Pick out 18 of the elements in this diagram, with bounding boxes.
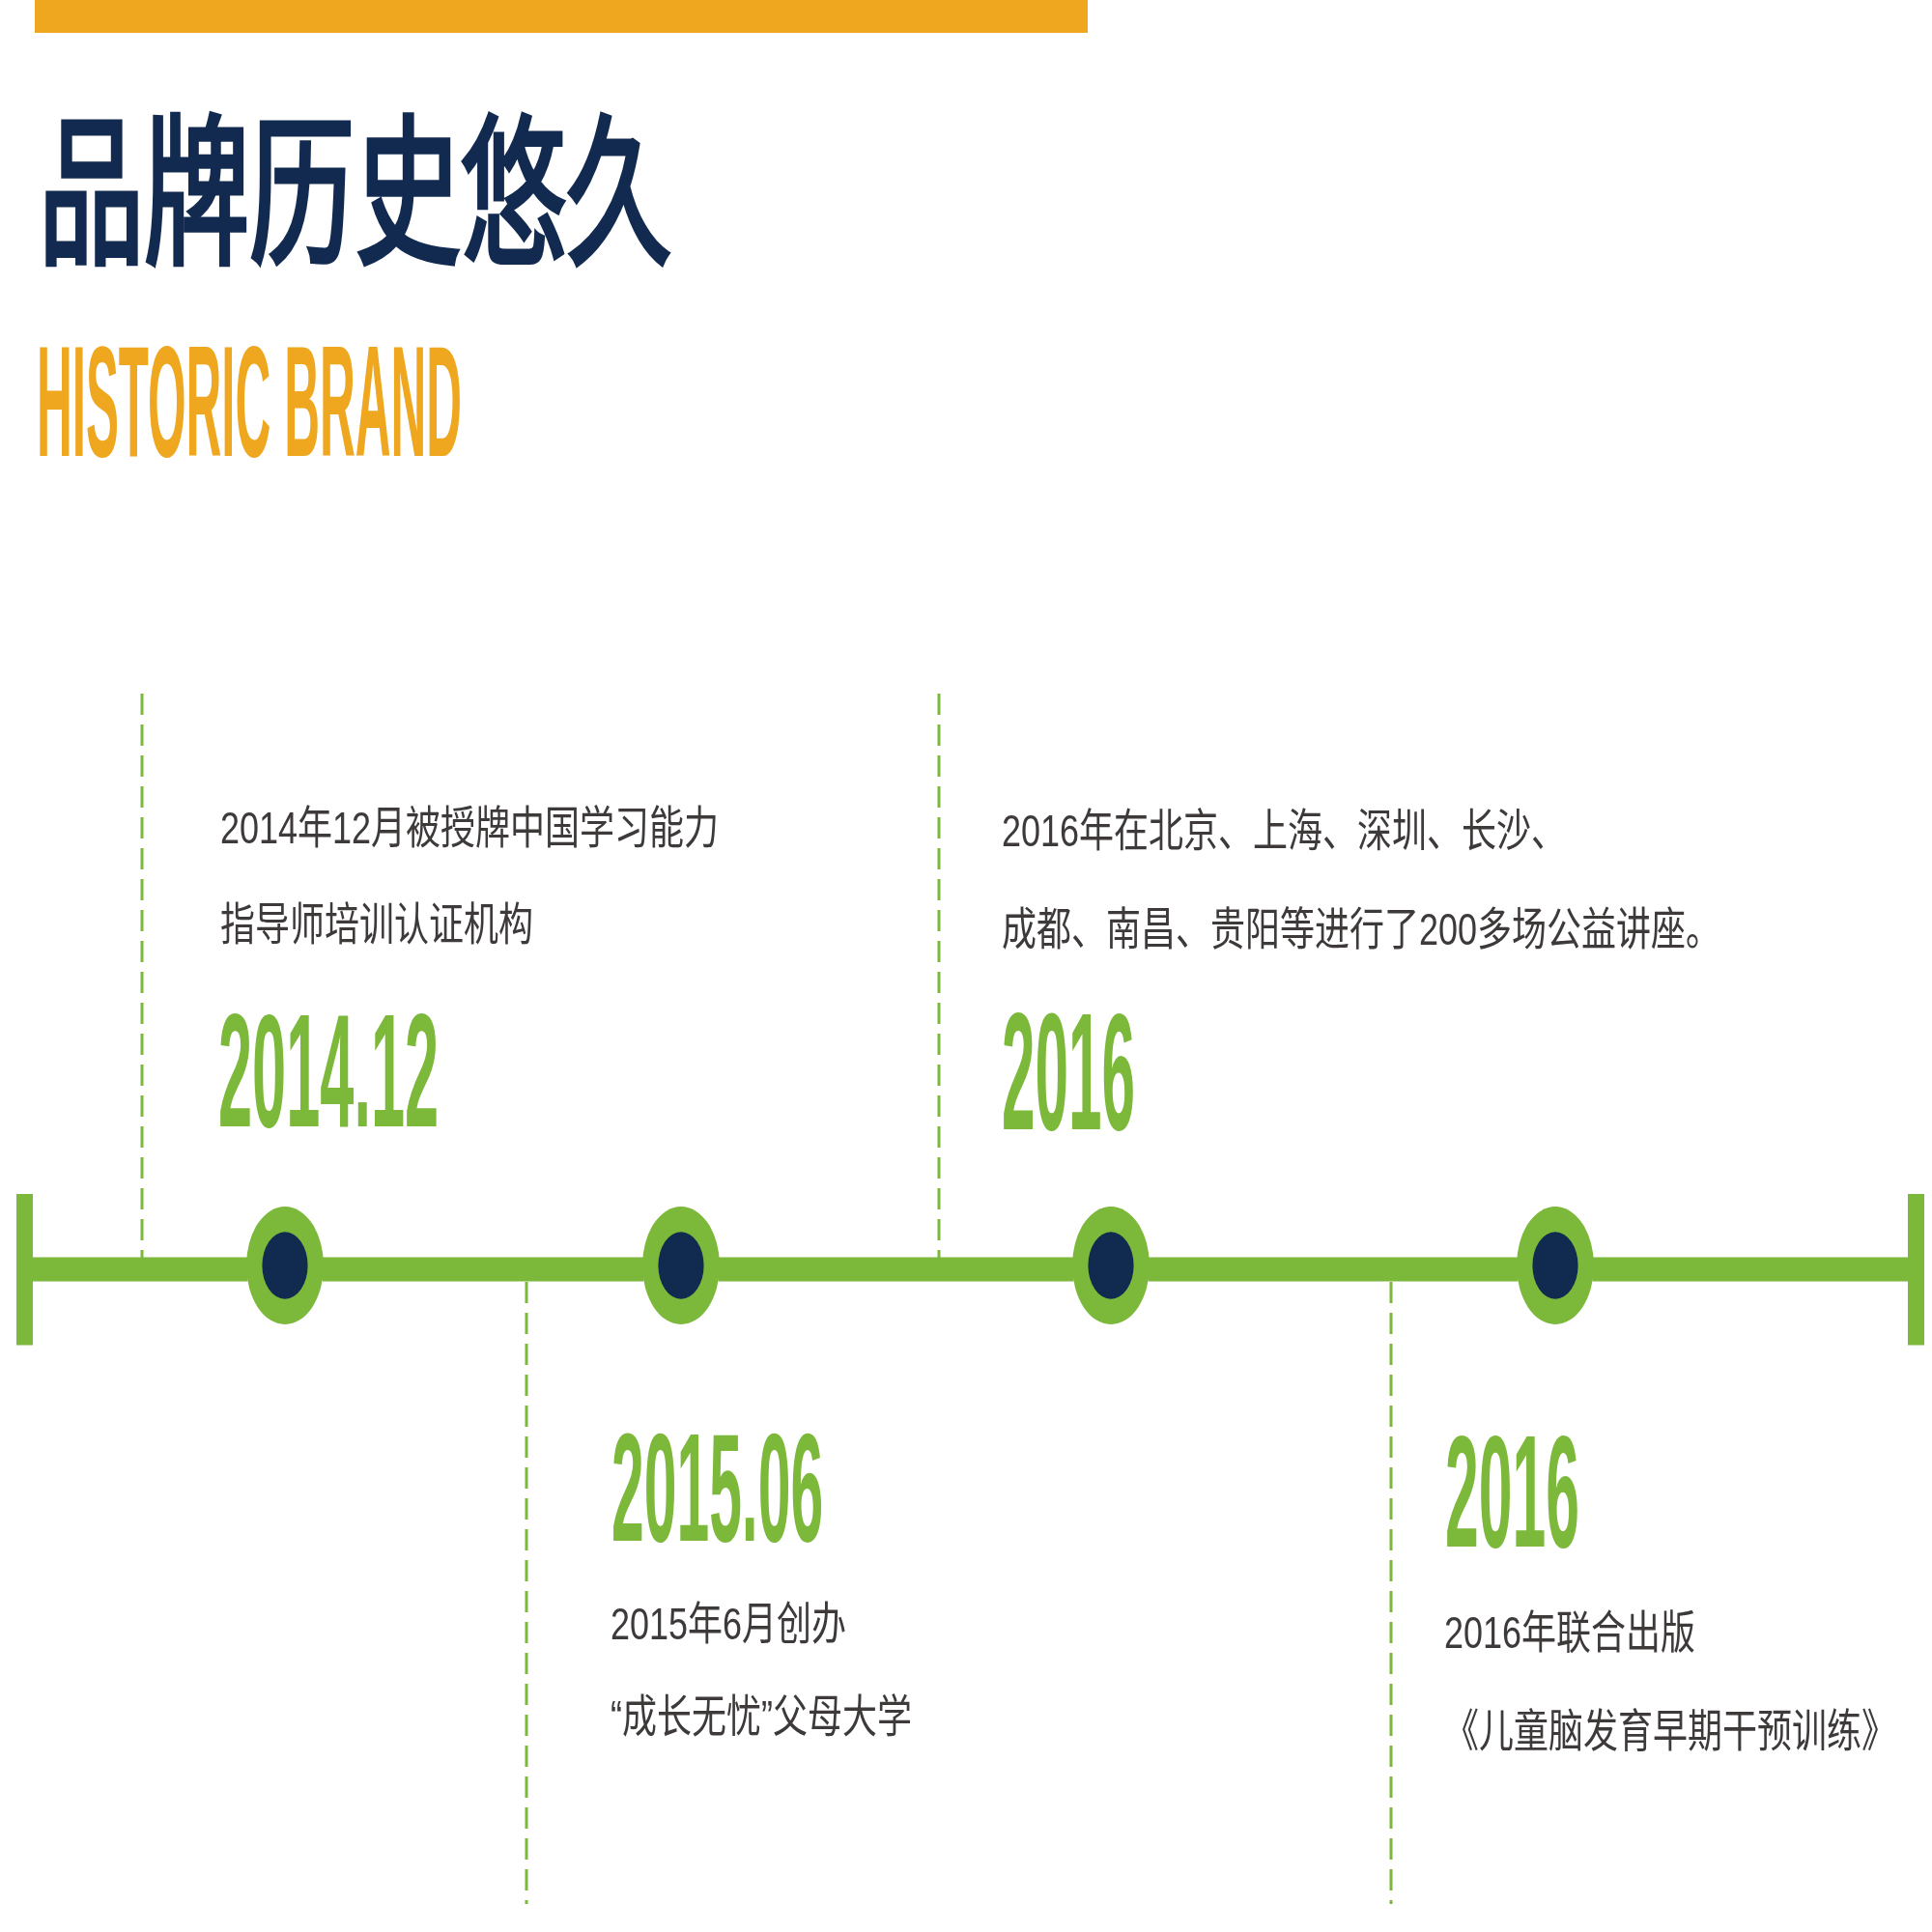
timeline-dot	[1517, 1207, 1594, 1324]
timeline-dot	[1072, 1207, 1150, 1324]
event-description: 2016年在北京、上海、深圳、长沙、成都、南昌、贵阳等进行了200多场公益讲座。	[1002, 804, 1722, 957]
timeline-line	[1148, 1257, 1519, 1282]
timeline-line	[16, 1193, 248, 1346]
timeline-dot	[246, 1207, 324, 1324]
event-description: 2016年联合出版《儿童脑发育早期干预训练》	[1444, 1605, 1897, 1759]
timeline-line	[718, 1257, 1074, 1282]
year-label: 2016	[1002, 1009, 1136, 1135]
subtitle: HISTORIC BRAND	[37, 343, 463, 461]
year-label: 2015.06	[611, 1430, 824, 1546]
event-description: 2015年6月创办“成长无忧”父母大学	[611, 1596, 913, 1745]
event-description: 2014年12月被授牌中国学习能力指导师培训认证机构	[220, 801, 721, 952]
timeline-line	[1592, 1193, 1924, 1346]
year-label: 2016	[1445, 1432, 1579, 1551]
year-label: 2014.12	[218, 1010, 440, 1131]
timeline-line	[322, 1257, 644, 1282]
timeline-dot	[642, 1207, 720, 1324]
